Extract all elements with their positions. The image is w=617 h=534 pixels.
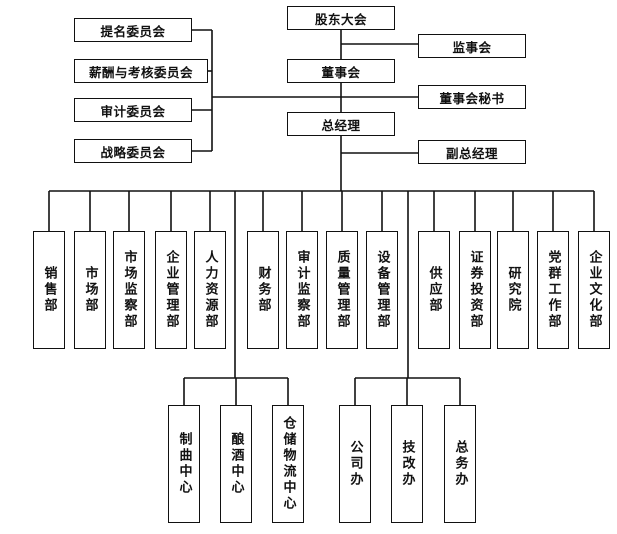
department-box: 党群工作部 [537, 231, 569, 349]
office-box: 公司办 [339, 405, 371, 523]
production-center-box: 酿酒中心 [220, 405, 252, 523]
department-box: 市场部 [74, 231, 106, 349]
office-box: 总务办 [444, 405, 476, 523]
general-manager-box: 总经理 [287, 112, 395, 136]
department-box: 证券投资部 [459, 231, 491, 349]
department-box: 企业管理部 [155, 231, 187, 349]
shareholders-meeting-box: 股东大会 [287, 6, 395, 30]
department-box: 财务部 [247, 231, 279, 349]
nomination-committee-box: 提名委员会 [74, 18, 192, 42]
department-box: 市场监察部 [113, 231, 145, 349]
board-secretary-box: 董事会秘书 [418, 85, 526, 109]
department-box: 企业文化部 [578, 231, 610, 349]
department-box: 质量管理部 [326, 231, 358, 349]
strategy-committee-box: 战略委员会 [74, 139, 192, 163]
department-box: 供应部 [418, 231, 450, 349]
deputy-general-manager-box: 副总经理 [418, 140, 526, 164]
office-box: 技改办 [391, 405, 423, 523]
production-center-box: 制曲中心 [168, 405, 200, 523]
department-box: 设备管理部 [366, 231, 398, 349]
board-of-directors-box: 董事会 [287, 59, 395, 83]
supervisory-board-box: 监事会 [418, 34, 526, 58]
department-box: 销售部 [33, 231, 65, 349]
audit-committee-box: 审计委员会 [74, 98, 192, 122]
production-center-box: 仓储物流中心 [272, 405, 304, 523]
remuneration-committee-box: 薪酬与考核委员会 [74, 59, 208, 83]
department-box: 研究院 [497, 231, 529, 349]
department-box: 审计监察部 [286, 231, 318, 349]
department-box: 人力资源部 [194, 231, 226, 349]
